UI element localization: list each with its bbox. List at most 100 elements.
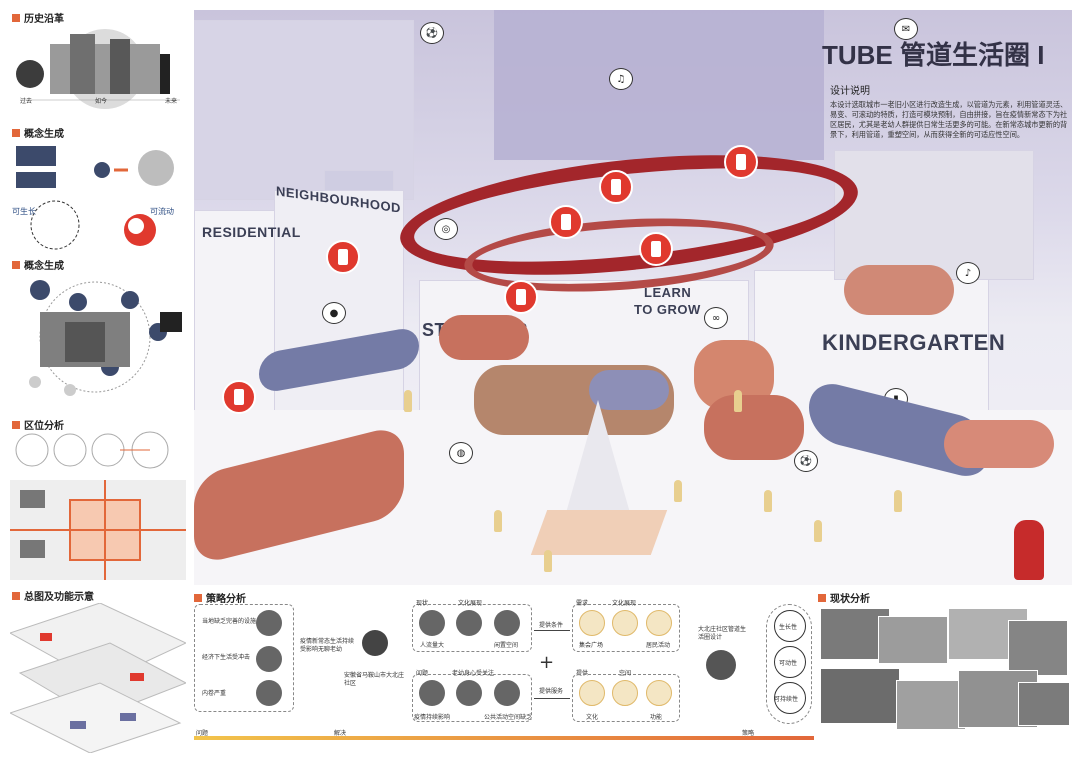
floating-tube: [844, 265, 954, 315]
section-marker-icon: [194, 593, 202, 602]
location-graphic: [10, 431, 186, 580]
site-photo: [878, 616, 948, 664]
location-heading: 区位分析: [12, 417, 64, 432]
outcome-growth-icon: [774, 610, 806, 642]
concept2-collage: [10, 272, 186, 407]
person-figure: [894, 490, 902, 512]
red-tube-right: [704, 395, 804, 460]
strategy-diagram: 当地缺乏完善的设施 经济下生活受冲击 内卷严重 疫情新常态生活持续受影响无聊老幼…: [194, 590, 814, 760]
plaza-icon: [579, 610, 605, 636]
concept1-diagram: 可生长 可流动: [10, 140, 186, 250]
masterplan-graphic: [8, 602, 188, 754]
label-residential: RESIDENTIAL: [202, 224, 301, 240]
arrow: [534, 698, 570, 699]
concept1-graphic: [16, 146, 174, 250]
history-heading: 历史沿革: [12, 10, 64, 25]
site-photo: [820, 668, 900, 724]
masterplan-heading: 总图及功能示意: [12, 588, 94, 603]
description-heading: 设计说明: [830, 86, 870, 97]
strategy-heading: 策略分析: [194, 590, 246, 605]
soccer-chat-icon: ⚽: [794, 450, 818, 472]
problem-photo: [256, 646, 282, 672]
santa-figure: [1014, 520, 1044, 580]
message-chat-icon: ✉: [894, 18, 918, 40]
status-photo: [419, 610, 445, 636]
basketball-chat-icon: ◍: [449, 442, 473, 464]
problem-box: [194, 604, 294, 712]
person-figure: [404, 390, 412, 412]
section-marker-icon: [12, 13, 20, 22]
masterplan-axon: [8, 602, 188, 754]
problem-photo: [256, 610, 282, 636]
status-box: [412, 604, 532, 652]
concept1-heading: 概念生成: [12, 125, 64, 140]
person-figure: [544, 550, 552, 572]
red-tube-far-right: [944, 420, 1054, 468]
background-block: [834, 150, 1034, 280]
outcome-sustain-icon: [774, 682, 806, 714]
culture-space-icon: [579, 680, 605, 706]
christmas-tree: [564, 400, 632, 520]
function-space-icon: [612, 680, 638, 706]
timeline-bar: [194, 736, 814, 740]
glasses-chat-icon: ◎: [434, 218, 458, 240]
stacked-tube: [439, 315, 529, 360]
football-chat-icon: ⚽: [420, 22, 444, 44]
issue-photo: [494, 680, 520, 706]
issue-box: [412, 674, 532, 722]
status-heading: 现状分析: [818, 590, 870, 605]
service-icon: [646, 680, 672, 706]
site-photo: [1018, 682, 1070, 726]
site-photo: [1008, 620, 1068, 676]
activity-icon: [646, 610, 672, 636]
person-figure: [734, 390, 742, 412]
pipe-bubble-icon: [326, 240, 360, 274]
need-box: [572, 604, 680, 652]
pipe-bubble-icon: [504, 280, 538, 314]
tree-platform: [530, 510, 668, 555]
location-maps: [10, 430, 186, 585]
status-photo-collage: [818, 590, 1072, 760]
plus-icon: +: [539, 652, 555, 673]
status-photo: [494, 610, 520, 636]
space-box: [572, 674, 680, 722]
person-figure: [494, 510, 502, 532]
label-kindergarten: KINDERGARTEN: [822, 330, 1006, 355]
issue-photo: [456, 680, 482, 706]
music-chat-icon: ♫: [609, 68, 633, 90]
site-photo: [896, 680, 966, 730]
person-figure: [674, 480, 682, 502]
issue-photo: [419, 680, 445, 706]
pipe-bubble-icon: [222, 380, 256, 414]
section-marker-icon: [12, 128, 20, 137]
history-collage-graphic: [16, 29, 180, 109]
section-marker-icon: [12, 591, 20, 600]
label-learn: LEARN: [644, 285, 692, 300]
sky-collage: [494, 10, 824, 160]
ball-chat-icon: ●: [322, 302, 346, 324]
description-text: 本设计选取城市一老旧小区进行改造生成，以管道为元素，利用管道灵活、易变、可滚动的…: [830, 100, 1068, 139]
culture-icon: [612, 610, 638, 636]
binoculars-chat-icon: ∞: [704, 307, 728, 329]
outcome-box: [766, 604, 812, 724]
person-figure: [764, 490, 772, 512]
left-column: 历史沿革 过去 如今 未来 概念生成 可生长 可流动: [0, 0, 192, 763]
concept2-graphic: [29, 280, 182, 396]
page-title: TUBE 管道生活圈 I: [822, 40, 1045, 70]
section-marker-icon: [12, 260, 20, 269]
problem-photo: [256, 680, 282, 706]
outcome-mobility-icon: [774, 646, 806, 678]
history-collage: 过去 如今 未来: [10, 24, 186, 114]
label-to-grow: TO GROW: [634, 302, 701, 317]
result-photo: [706, 650, 736, 680]
pipe-bubble-icon: [724, 145, 758, 179]
pipe-bubble-icon: [599, 170, 633, 204]
pipe-bubble-icon: [639, 232, 673, 266]
status-photo: [456, 610, 482, 636]
arrow: [534, 630, 570, 631]
section-marker-icon: [818, 593, 826, 602]
pipe-bubble-icon: [549, 205, 583, 239]
main-rendering: NEIGHBOURHOOD RESIDENTIAL STRONGER LEARN…: [194, 10, 1072, 585]
headphones-chat-icon: ♪: [956, 262, 980, 284]
person-figure: [814, 520, 822, 542]
